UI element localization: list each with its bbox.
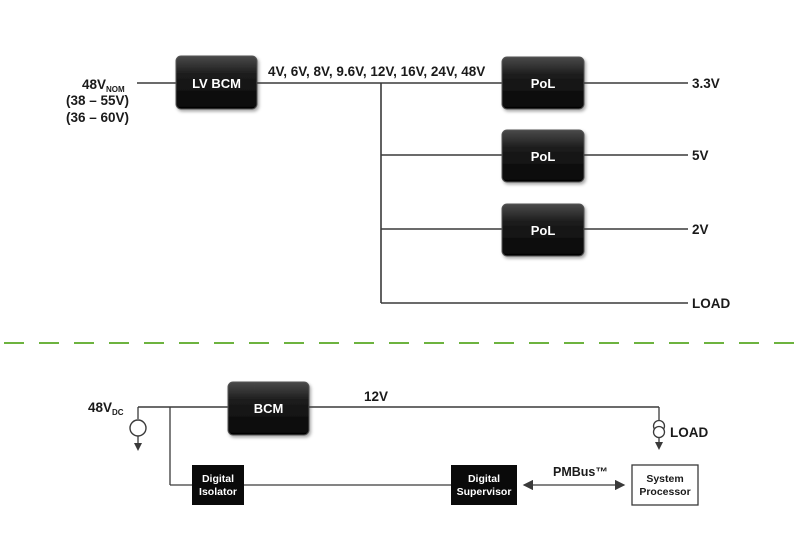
pol-block-3	[501, 203, 585, 257]
bottom-load-label: LOAD	[670, 425, 708, 440]
current-sink-icon-b	[652, 425, 666, 439]
source-arrow-icon	[134, 443, 142, 451]
pol-label-2: PoL	[531, 149, 556, 164]
top-section: 48VNOM (38 – 55V) (36 – 60V) LV BCM 4V, …	[66, 55, 730, 311]
digital-isolator-block	[192, 465, 244, 505]
system-processor-label-2: Processor	[639, 486, 690, 498]
top-input-range-2: (36 – 60V)	[66, 110, 129, 125]
pmbus-label: PMBus™	[553, 465, 608, 479]
digital-supervisor-block	[451, 465, 517, 505]
digital-supervisor-label-2: Supervisor	[457, 486, 512, 498]
top-load-label: LOAD	[692, 296, 730, 311]
bcm-label: BCM	[254, 401, 284, 416]
bottom-input-voltage: 48VDC	[88, 400, 124, 417]
bottom-section: 48VDC BCM 12V LOAD Digital Isolator	[88, 381, 708, 506]
lv-bcm-label: LV BCM	[192, 76, 241, 91]
digital-isolator-label-2: Isolator	[199, 486, 237, 498]
bcm-block	[227, 381, 310, 436]
pol-label-3: PoL	[531, 223, 556, 238]
output-label-2: 5V	[692, 148, 709, 163]
digital-supervisor-label-1: Digital	[468, 473, 500, 485]
top-bus-voltages: 4V, 6V, 8V, 9.6V, 12V, 16V, 24V, 48V	[268, 64, 485, 79]
load-arrow-icon	[655, 442, 663, 450]
digital-isolator-label-1: Digital	[202, 473, 234, 485]
top-input-voltage: 48VNOM	[82, 77, 125, 94]
bottom-bus-voltage: 12V	[364, 389, 388, 404]
top-input-range-1: (38 – 55V)	[66, 93, 129, 108]
system-processor-block	[631, 464, 699, 506]
output-label-3: 2V	[692, 222, 709, 237]
pol-label-1: PoL	[531, 76, 556, 91]
output-label-1: 3.3V	[692, 76, 720, 91]
voltage-source-icon	[129, 419, 147, 437]
system-processor-label-1: System	[646, 473, 683, 485]
pol-block-2	[501, 129, 585, 183]
